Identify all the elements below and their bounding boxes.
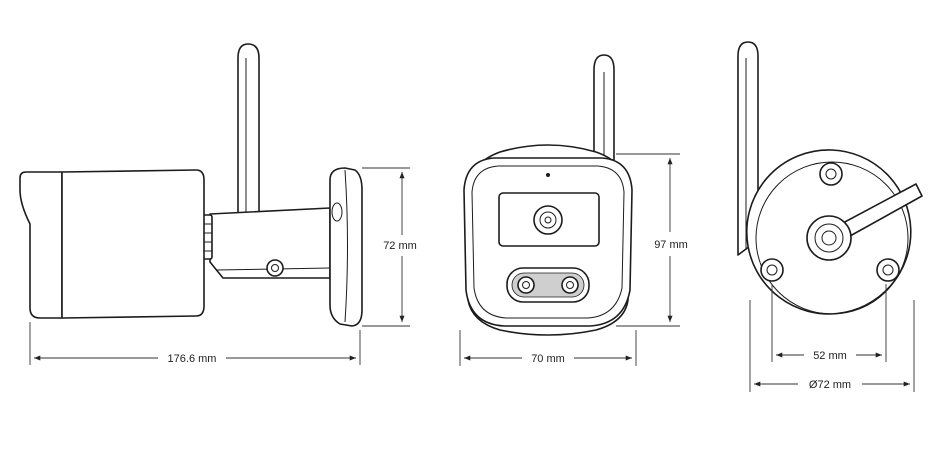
front-height-dimension: 97 mm: [616, 153, 688, 327]
front-width-dimension: 70 mm: [459, 330, 637, 366]
front-antenna: [593, 54, 615, 161]
front-height-label: 97 mm: [654, 239, 688, 251]
side-height-label: 72 mm: [383, 240, 417, 252]
side-height-dimension: 72 mm: [362, 167, 417, 327]
back-diameter-dimension: Ø72 mm: [749, 300, 915, 392]
side-mount-plate: [329, 167, 363, 327]
front-view: 97 mm 70 mm: [459, 54, 688, 366]
side-length-dimension: 176.6 mm: [29, 322, 361, 365]
back-hole-spacing-dimension: 52 mm: [771, 284, 887, 362]
side-length-label: 176.6 mm: [168, 353, 217, 365]
spotlight-left-icon: [517, 276, 535, 294]
screw-hole-top: [819, 162, 843, 186]
screw-hole-right: [876, 258, 900, 282]
back-hole-spacing-label: 52 mm: [813, 350, 847, 362]
side-camera-body: [19, 169, 205, 319]
back-view: 52 mm Ø72 mm: [737, 41, 923, 392]
side-bracket: [197, 207, 331, 279]
spotlight-module: [506, 267, 590, 303]
side-antenna: [237, 43, 260, 231]
front-camera-face: [463, 157, 633, 327]
back-diameter-label: Ø72 mm: [809, 379, 851, 391]
cable-gland: [806, 215, 852, 261]
side-view: 72 mm 176.6 mm: [19, 43, 417, 365]
front-width-label: 70 mm: [531, 353, 565, 365]
back-base-disc: [745, 149, 923, 315]
front-sensor-dot: [546, 173, 550, 177]
spotlight-right-icon: [561, 276, 579, 294]
screw-hole-left: [760, 258, 784, 282]
lens-icon: [533, 205, 563, 235]
